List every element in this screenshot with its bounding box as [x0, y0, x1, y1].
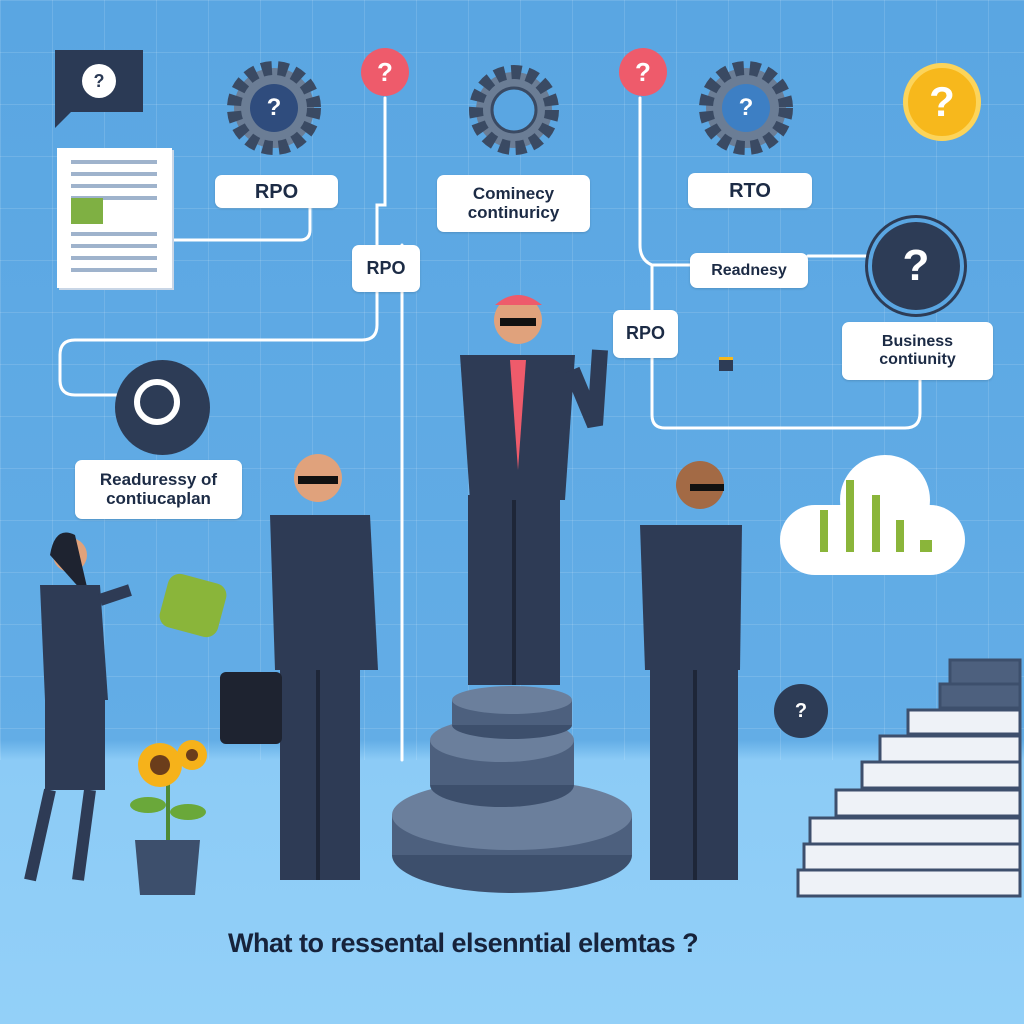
yellow-question-icon: ?: [903, 63, 981, 141]
man-standing-figure: [460, 295, 608, 685]
woman-figure: [24, 532, 132, 882]
label-contingency-continuity: Cominecy continuricy: [437, 175, 590, 232]
small-arrow-icon: [719, 357, 733, 371]
gear-question-icon: ?: [266, 94, 282, 121]
page-title: What to ressental elsenntial elemtas ?: [228, 928, 699, 958]
small-question-icon: ?: [774, 684, 828, 738]
label-rpo: RPO: [352, 245, 420, 292]
man-thinking-figure: [640, 461, 742, 880]
label-business-continuity: Business contiunity: [842, 322, 993, 380]
man-briefcase-figure: [220, 454, 378, 880]
label-readiness-plan: Readuressy of contiucaplan: [75, 460, 242, 519]
gear-icons: [227, 61, 793, 155]
book-stack: [796, 658, 1022, 898]
red-question-pin-icon: ?: [619, 48, 667, 96]
sunflower-plant: [130, 740, 207, 895]
cloud-chart-icon: [780, 455, 965, 575]
red-question-pin-icon: ?: [361, 48, 409, 96]
label-rpo: RPO: [613, 310, 678, 358]
dark-question-icon: ?: [865, 215, 967, 317]
label-rpo: RPO: [215, 175, 338, 208]
gear-question-icon: ?: [738, 94, 754, 121]
label-rto: RTO: [688, 173, 812, 208]
question-icon: ?: [82, 64, 116, 98]
podium: [392, 686, 632, 893]
document-icon: [57, 148, 172, 288]
speech-bubble-tail: [55, 110, 73, 128]
search-icon: [115, 360, 210, 455]
label-readiness: Readnesy: [690, 253, 808, 288]
